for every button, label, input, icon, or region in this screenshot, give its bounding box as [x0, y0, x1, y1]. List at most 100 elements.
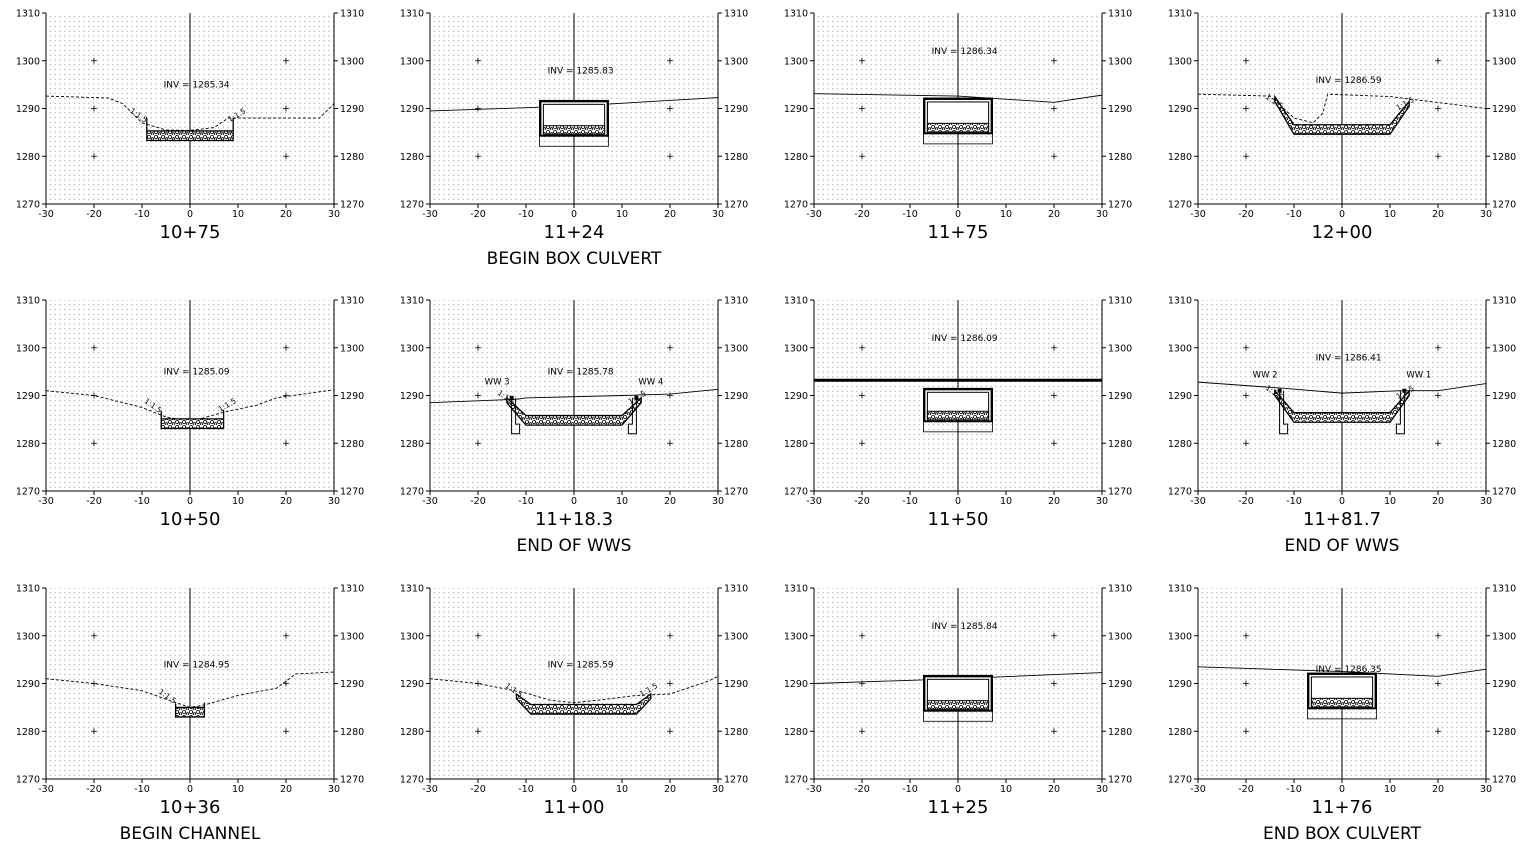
y-tick-label: 1280	[400, 439, 424, 450]
y-tick-label: 1280	[724, 727, 748, 738]
x-tick-label: 20	[664, 496, 676, 507]
y-tick-label: 1300	[400, 631, 424, 642]
grid-cross	[1435, 105, 1441, 112]
x-tick-label: 30	[712, 209, 724, 220]
y-tick-label: 1310	[400, 9, 424, 20]
invert-elevation-label: INV = 1286.41	[1316, 353, 1382, 363]
y-tick-label: 1300	[1108, 631, 1132, 642]
y-tick-label: 1290	[1492, 679, 1516, 690]
grid-cross	[1051, 105, 1057, 112]
ground-profile	[45, 671, 335, 708]
y-tick-label: 1290	[784, 679, 808, 690]
grid-cross	[91, 440, 97, 447]
y-tick-label: 1310	[1108, 296, 1132, 307]
x-tick-label: -30	[806, 209, 822, 220]
section-caption: BEGIN CHANNEL	[120, 824, 261, 844]
invert-elevation-label: INV = 1285.78	[548, 368, 614, 378]
grid-cross	[859, 57, 865, 64]
station-label: 10+75	[160, 222, 221, 243]
invert-elevation-label: INV = 1285.59	[548, 660, 614, 670]
y-tick-label: 1270	[1108, 200, 1132, 211]
grid-cross	[475, 440, 481, 447]
invert-elevation-label: INV = 1286.59	[1316, 76, 1382, 86]
wingwall-cap	[1277, 388, 1282, 393]
y-tick-label: 1290	[400, 391, 424, 402]
grid-cross	[859, 632, 865, 639]
y-tick-label: 1290	[16, 104, 40, 115]
station-label: 11+75	[928, 222, 989, 243]
y-tick-label: 1280	[724, 152, 748, 163]
ground-profile	[45, 95, 335, 131]
y-tick-label: 1270	[400, 487, 424, 498]
wingwall-label: WW 1	[1406, 370, 1431, 380]
y-tick-label: 1300	[340, 631, 364, 642]
section-caption: END OF WWS	[1285, 536, 1400, 556]
x-tick-label: -20	[854, 496, 870, 507]
y-tick-label: 1280	[1492, 152, 1516, 163]
x-tick-label: 10	[1000, 496, 1012, 507]
x-tick-label: 0	[187, 784, 193, 795]
wingwall-footing	[1395, 390, 1405, 435]
station-label: 11+81.7	[1303, 509, 1381, 530]
grid-cross	[91, 728, 97, 735]
x-tick-label: -20	[86, 209, 102, 220]
x-tick-label: -20	[470, 784, 486, 795]
y-tick-label: 1300	[724, 343, 748, 354]
station-label: 11+24	[544, 222, 605, 243]
grid-cross	[667, 680, 673, 687]
y-tick-label: 1310	[1492, 584, 1516, 595]
x-tick-label: 10	[616, 209, 628, 220]
grid-cross	[1051, 728, 1057, 735]
ground-profile	[813, 93, 1103, 103]
y-tick-label: 1310	[340, 9, 364, 20]
x-tick-label: 30	[1480, 209, 1492, 220]
x-tick-label: -30	[806, 784, 822, 795]
y-tick-label: 1280	[1492, 439, 1516, 450]
y-tick-label: 1280	[1492, 727, 1516, 738]
y-tick-label: 1300	[1492, 631, 1516, 642]
grid-cross	[667, 344, 673, 351]
grid-cross	[1051, 440, 1057, 447]
y-tick-label: 1270	[784, 487, 808, 498]
y-tick-label: 1280	[400, 727, 424, 738]
x-tick-label: 0	[571, 496, 577, 507]
y-tick-label: 1300	[724, 56, 748, 67]
station-label: 11+25	[928, 797, 989, 818]
x-tick-label: 0	[187, 496, 193, 507]
grid-cross	[1435, 728, 1441, 735]
x-tick-label: 0	[1339, 784, 1345, 795]
wingwall-cap	[634, 395, 639, 400]
grid-cross	[859, 392, 865, 399]
station-label: 12+00	[1312, 222, 1373, 243]
y-tick-label: 1270	[400, 200, 424, 211]
y-tick-label: 1310	[1168, 296, 1192, 307]
y-tick-label: 1280	[1168, 152, 1192, 163]
x-tick-label: -30	[38, 209, 54, 220]
y-tick-label: 1290	[1492, 391, 1516, 402]
y-tick-label: 1310	[1108, 9, 1132, 20]
x-tick-label: -20	[86, 784, 102, 795]
y-tick-label: 1290	[724, 104, 748, 115]
grid-cross	[1051, 344, 1057, 351]
y-tick-label: 1300	[1168, 56, 1192, 67]
grid-cross	[667, 57, 673, 64]
y-tick-label: 1280	[340, 152, 364, 163]
y-tick-label: 1290	[1492, 104, 1516, 115]
y-tick-label: 1270	[1492, 200, 1516, 211]
section-caption: END BOX CULVERT	[1263, 824, 1422, 844]
x-tick-label: 30	[328, 496, 340, 507]
grid-cross	[1435, 57, 1441, 64]
y-tick-label: 1310	[16, 296, 40, 307]
x-tick-label: -30	[806, 496, 822, 507]
grid-cross	[1051, 632, 1057, 639]
x-tick-label: -20	[470, 209, 486, 220]
y-tick-label: 1300	[1168, 343, 1192, 354]
y-tick-label: 1290	[784, 104, 808, 115]
grid-cross	[475, 632, 481, 639]
grid-cross	[91, 344, 97, 351]
grid-cross	[859, 153, 865, 160]
